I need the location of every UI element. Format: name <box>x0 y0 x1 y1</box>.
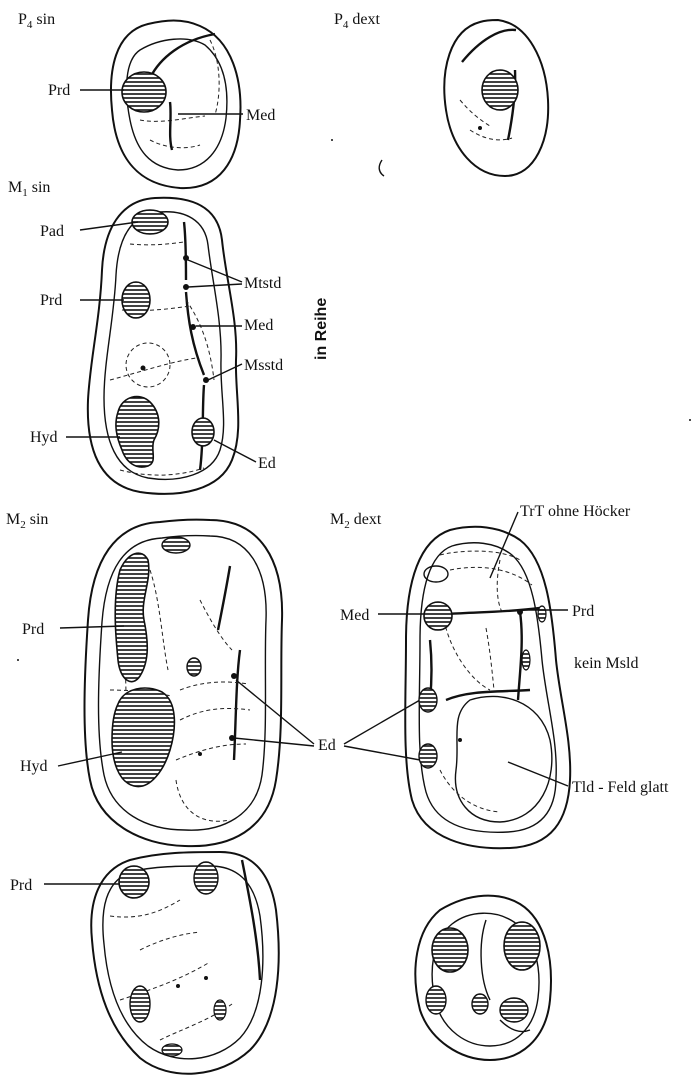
m2-dext-entoconid-cusp-upper <box>419 688 437 712</box>
bottom-left-distal-cusp <box>214 1000 226 1020</box>
m1-sin-prd-label: Prd <box>40 292 62 309</box>
m2-sin-title: M2 sin <box>6 511 48 531</box>
m2-sin-tooth: M2 sin Prd Hyd <box>6 511 282 846</box>
bottom-left-lingual-cusp <box>130 986 150 1022</box>
m2-dext-tooth: M2 dext TrT ohne Höcker Med Prd kein Msl… <box>330 503 669 848</box>
m2-dext-protoconid-small <box>538 606 546 622</box>
m1-sin-msstd-label: Msstd <box>244 357 283 374</box>
m1-sin-med-label: Med <box>244 317 273 334</box>
bottom-left-tooth: Prd <box>10 852 279 1074</box>
bottom-right-cusp-a <box>432 928 468 972</box>
bottom-right-cusp-b <box>504 922 540 970</box>
m2-dext-no-msld-label: kein Msld <box>574 655 638 672</box>
bottom-left-metaconid-cusp <box>194 862 218 894</box>
bottom-right-cusp-c <box>426 986 446 1014</box>
p4-sin-prd-label: Prd <box>48 82 70 99</box>
m2-ed-label: Ed <box>318 737 336 754</box>
p4-sin-tooth: P4 sin Prd Med <box>18 11 275 188</box>
m2-sin-hyd-label: Hyd <box>20 758 48 775</box>
m2-dext-med-label: Med <box>340 607 369 624</box>
m2-dext-metaconid-cusp <box>424 602 452 630</box>
bottom-left-protoconid-cusp <box>119 866 149 898</box>
m2-sin-mesoconid-cusp <box>187 658 201 676</box>
p4-dext-tooth: P4 dext <box>334 11 548 176</box>
m2-sin-small-cusp <box>162 537 190 553</box>
m2-shared-ed: Ed <box>234 680 420 760</box>
m1-sin-pad-label: Pad <box>40 223 64 240</box>
m2-dext-hypoconid-small <box>522 650 530 670</box>
bottom-left-posterior-cusp <box>162 1044 182 1056</box>
m2-dext-tld-label: Tld - Feld glatt <box>572 779 669 796</box>
m1-sin-ed-label: Ed <box>258 455 276 472</box>
bottom-right-cusp-d <box>472 994 488 1014</box>
p4-dext-title: P4 dext <box>334 11 381 31</box>
m2-dext-title: M2 dext <box>330 511 382 531</box>
m1-sin-protoconid-cusp <box>122 282 150 318</box>
m2-dext-prd-label: Prd <box>572 603 594 620</box>
m1-sin-hyd-label: Hyd <box>30 429 58 446</box>
p4-sin-title: P4 sin <box>18 11 55 31</box>
m2-sin-hypoconid-cusp <box>112 688 174 787</box>
m1-sin-tooth: M1 sin Pad Prd Hyd Mtstd Med Msstd Ed <box>8 179 330 494</box>
m2-dext-trt-label: TrT ohne Höcker <box>520 503 631 520</box>
bottom-right-cusp-e <box>500 998 528 1022</box>
m2-dext-entoconid-cusp-lower <box>419 744 437 768</box>
m1-sin-entoconid-cusp <box>192 418 214 446</box>
m1-sin-hypoconid-cusp <box>116 397 159 467</box>
m1-sin-mtstd-label: Mtstd <box>244 275 281 292</box>
p4-sin-med-label: Med <box>246 107 275 124</box>
m2-sin-protoconid-cusp <box>115 553 149 681</box>
p4-sin-protoconid-cusp <box>122 72 166 112</box>
m1-sin-title: M1 sin <box>8 179 50 199</box>
m2-sin-prd-label: Prd <box>22 621 44 638</box>
m1-sin-side-note: in Reihe <box>313 298 330 360</box>
bottom-left-prd-label: Prd <box>10 877 32 894</box>
bottom-right-tooth <box>415 896 551 1060</box>
p4-dext-protoconid-cusp <box>482 70 518 110</box>
